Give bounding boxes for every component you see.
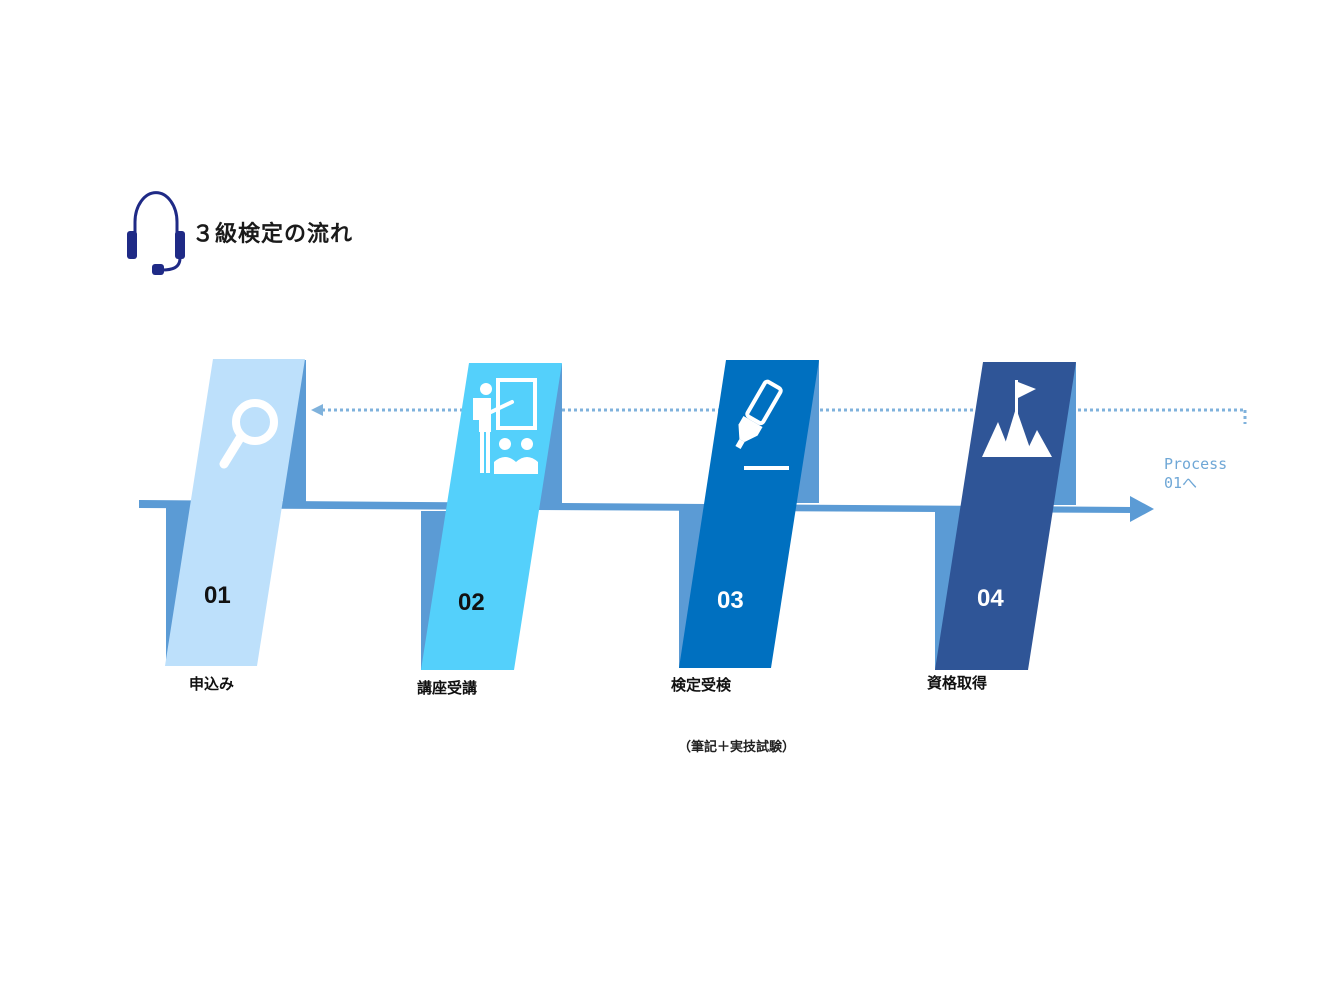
mountain-flag-icon [982,380,1052,457]
step-3-block [679,360,819,668]
step-2-number: 02 [458,589,485,616]
loop-back-note-line2: 01へ [1164,474,1198,492]
step-1-block [165,359,306,666]
highlighter-pen-icon [735,379,789,470]
search-icon [219,399,278,469]
step-3-number: 03 [717,587,744,614]
step-4-number: 04 [977,585,1004,612]
exam-note: （筆記＋実技試験） [678,740,796,755]
step-4-label: 資格取得 [927,674,988,692]
step-2-block [421,363,562,670]
loop-back-note-line1: Process [1164,455,1228,473]
step-4-block [935,362,1076,670]
teacher-presentation-icon [473,378,538,474]
step-3-label: 検定受検 [671,676,732,694]
step-2-label: 講座受講 [417,679,478,697]
page-title: ３級検定の流れ [192,222,354,247]
step-1-label: 申込み [189,675,235,693]
timeline-arrow [139,496,1154,522]
loop-back-note: Process 01へ [1164,455,1227,493]
headset-icon [127,191,185,275]
step-1-number: 01 [204,582,231,609]
